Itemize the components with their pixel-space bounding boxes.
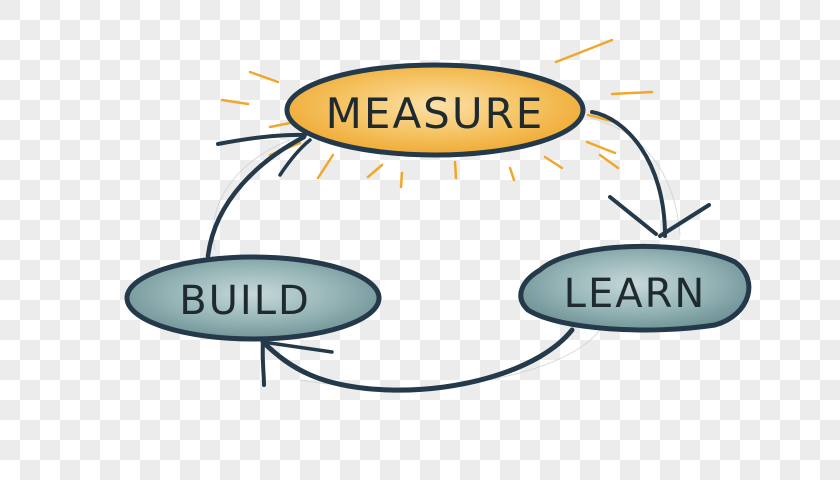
node-build-label: BUILD [179,278,311,324]
node-measure: MEASURE [284,62,586,158]
arrow-learn-to-build [260,327,575,393]
arrow-build-to-measure [205,132,312,259]
node-measure-label: MEASURE [326,89,545,138]
arrow-measure-to-learn [590,110,711,238]
node-learn-label: LEARN [564,271,707,317]
node-build: BUILD [124,254,382,342]
node-learn: LEARN [518,243,752,333]
